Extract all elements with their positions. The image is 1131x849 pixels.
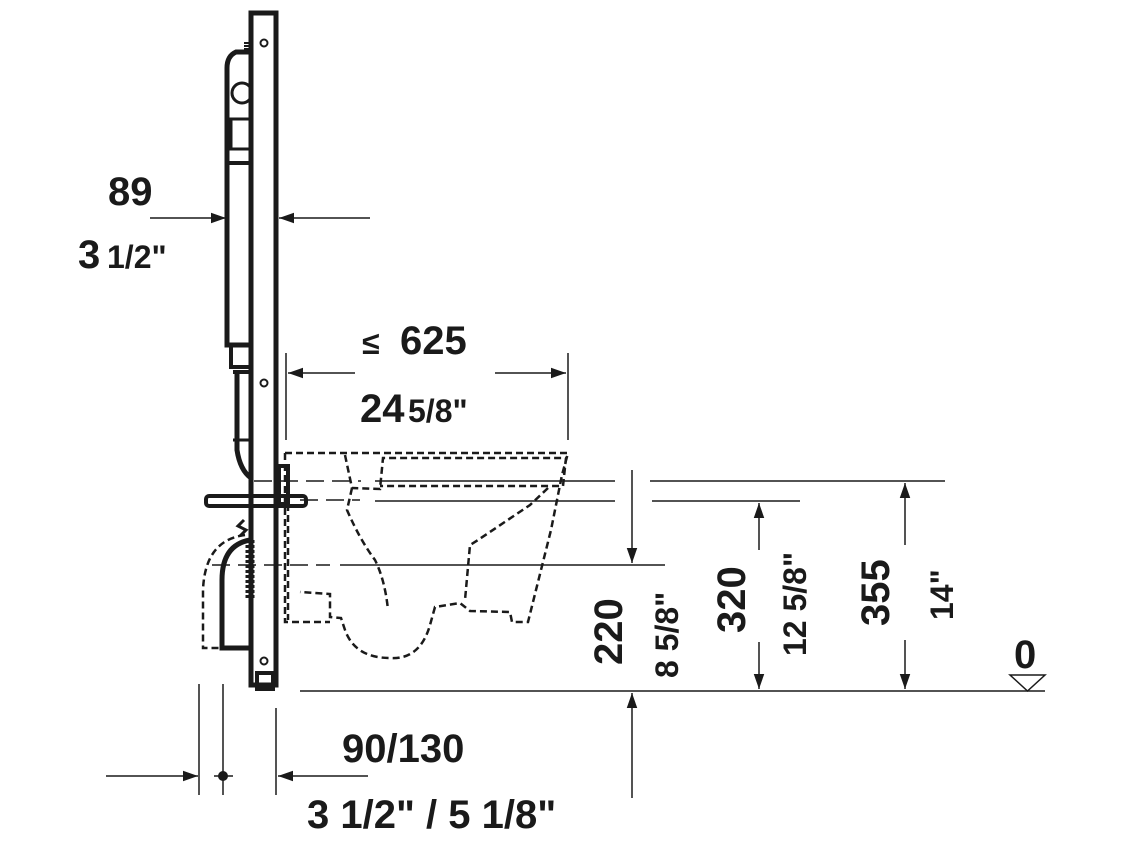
frame-depth-inch-frac: 1/2" [107,239,167,275]
rim-height-inch: 14" [924,569,960,620]
rim-height-mm: 355 [854,559,898,626]
dimension-arrows [106,212,911,798]
installation-frame [201,10,308,691]
frame-depth-inch-whole: 3 [78,233,100,277]
centerline-dot-icon [218,771,228,781]
projection-symbol: ≤ [362,325,380,361]
toilet-bowl-outline [283,451,570,660]
floor-reference-label: 0 [1014,633,1036,677]
wall-offset-inch: 3 1/2" / 5 1/8" [307,793,556,837]
projection-inch-whole: 24 [360,387,405,431]
wall-offset-mm: 90/130 [342,727,464,771]
projection-inch-frac: 5/8" [408,393,468,429]
outlet-height-inch: 8 5/8" [649,592,685,678]
projection-mm: 625 [400,319,467,363]
floor-datum-icon [1008,674,1047,693]
inlet-height-mm: 320 [710,566,754,633]
frame-depth-mm: 89 [108,170,153,214]
outlet-height-mm: 220 [587,598,631,665]
inlet-height-inch: 12 5/8" [777,552,813,656]
reference-lines [198,353,1045,795]
